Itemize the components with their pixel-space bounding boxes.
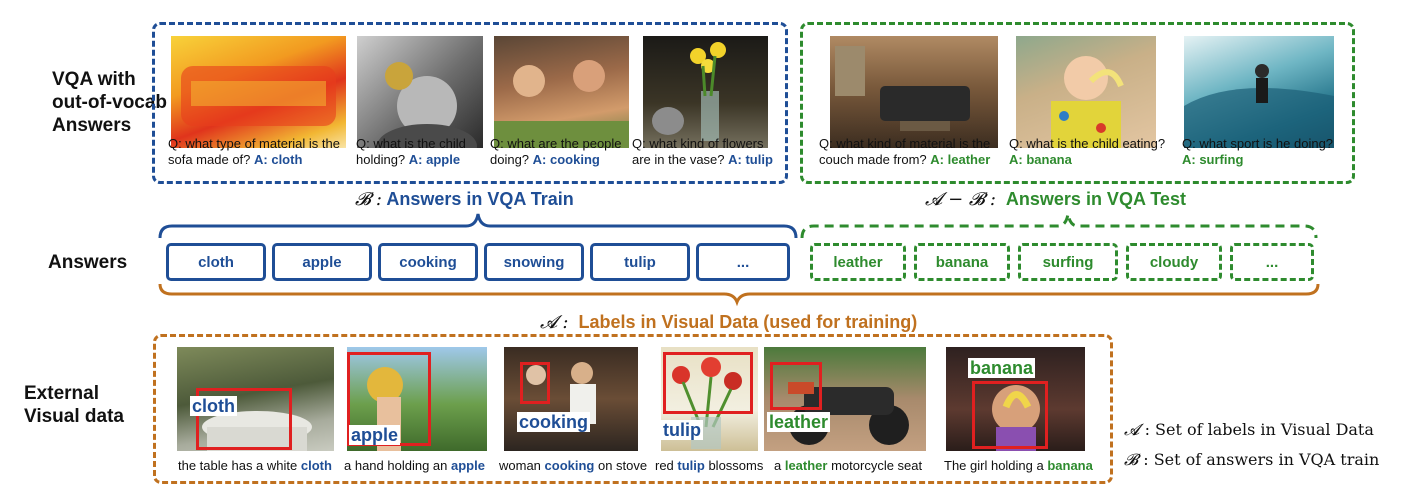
answer-cooking: cooking bbox=[378, 243, 478, 281]
leather-bounding-box bbox=[770, 362, 822, 410]
answer-cloth: cloth bbox=[166, 243, 266, 281]
hand-apple-image bbox=[347, 347, 487, 451]
answer-apple: apple bbox=[272, 243, 372, 281]
external-row-label: External Visual data bbox=[24, 383, 124, 427]
visual-caption-2: a hand holding an apple bbox=[344, 458, 485, 473]
vqa-train-caption-3: Q: what are the people doing? A: cooking bbox=[490, 136, 622, 167]
vqa-test-caption-1: Q: what kind of material is the couch ma… bbox=[819, 136, 991, 167]
motorcycle-image bbox=[764, 347, 926, 451]
visual-caption-1: the table has a white cloth bbox=[178, 458, 332, 473]
visual-caption-3: woman cooking on stove bbox=[499, 458, 648, 473]
vqa-train-caption-1: Q: what type of material is the sofa mad… bbox=[168, 136, 340, 167]
legend-set-b: 𝓑 : Set of answers in VQA train bbox=[1124, 450, 1380, 469]
child-apple-image bbox=[357, 36, 483, 148]
answer-tulip: tulip bbox=[590, 243, 690, 281]
set-a-title: 𝓐 : Labels in Visual Data (used for trai… bbox=[540, 312, 918, 333]
visual-caption-5: a leather motorcycle seat bbox=[774, 458, 923, 473]
set-a-minus-b-title: 𝓐 − 𝓑 : Answers in VQA Test bbox=[925, 189, 1186, 210]
sofa-image bbox=[171, 36, 346, 148]
vqa-train-caption-4: Q: what kind of flowers are in the vase?… bbox=[632, 136, 773, 167]
cloth-label: cloth bbox=[190, 396, 237, 416]
test-answers-brace bbox=[800, 213, 1318, 239]
tulip-label: tulip bbox=[661, 420, 703, 440]
tulip-bounding-box bbox=[663, 352, 753, 414]
answer-test-more: ... bbox=[1230, 243, 1314, 281]
banana-label: banana bbox=[968, 358, 1036, 378]
answer-cloudy: cloudy bbox=[1126, 243, 1222, 281]
vqa-train-box bbox=[152, 22, 788, 184]
answer-leather: leather bbox=[810, 243, 906, 281]
cooking-bounding-box bbox=[520, 362, 550, 404]
visual-caption-4: red tulip blossoms bbox=[655, 458, 764, 473]
child-banana-image bbox=[1016, 36, 1156, 148]
visual-caption-6: The girl holding a banana bbox=[944, 458, 1093, 473]
people-cooking-image bbox=[494, 36, 629, 148]
train-answers-brace bbox=[158, 213, 798, 239]
answers-row-label: Answers bbox=[48, 252, 128, 273]
vqa-train-caption-2: Q: what is the child holding? A: apple bbox=[356, 136, 466, 167]
cooking-label: cooking bbox=[517, 412, 591, 432]
red-tulip-image bbox=[661, 347, 758, 451]
answer-banana: banana bbox=[914, 243, 1010, 281]
visual-data-box bbox=[153, 334, 1113, 484]
banana-bounding-box bbox=[972, 381, 1048, 449]
surfer-image bbox=[1184, 36, 1334, 148]
vqa-test-caption-3: Q: what sport is he doing? A: surfing bbox=[1182, 136, 1334, 167]
set-b-title: 𝓑 : Answers in VQA Train bbox=[355, 189, 574, 210]
all-answers-brace bbox=[158, 283, 1320, 307]
couch-image bbox=[830, 36, 998, 148]
answer-surfing: surfing bbox=[1018, 243, 1118, 281]
vqa-test-box bbox=[800, 22, 1355, 184]
vqa-row-label: VQA with out-of-vocab Answers bbox=[52, 69, 168, 136]
apple-label: apple bbox=[349, 425, 401, 445]
answer-train-more: ... bbox=[696, 243, 790, 281]
cloth-bounding-box bbox=[196, 388, 292, 450]
legend-set-a: 𝓐 : Set of labels in Visual Data bbox=[1124, 420, 1374, 439]
answer-snowing: snowing bbox=[484, 243, 584, 281]
tulip-vase-image bbox=[643, 36, 768, 148]
vqa-test-caption-2: Q: what is the child eating? A: banana bbox=[1009, 136, 1166, 167]
leather-label: leather bbox=[767, 412, 831, 432]
